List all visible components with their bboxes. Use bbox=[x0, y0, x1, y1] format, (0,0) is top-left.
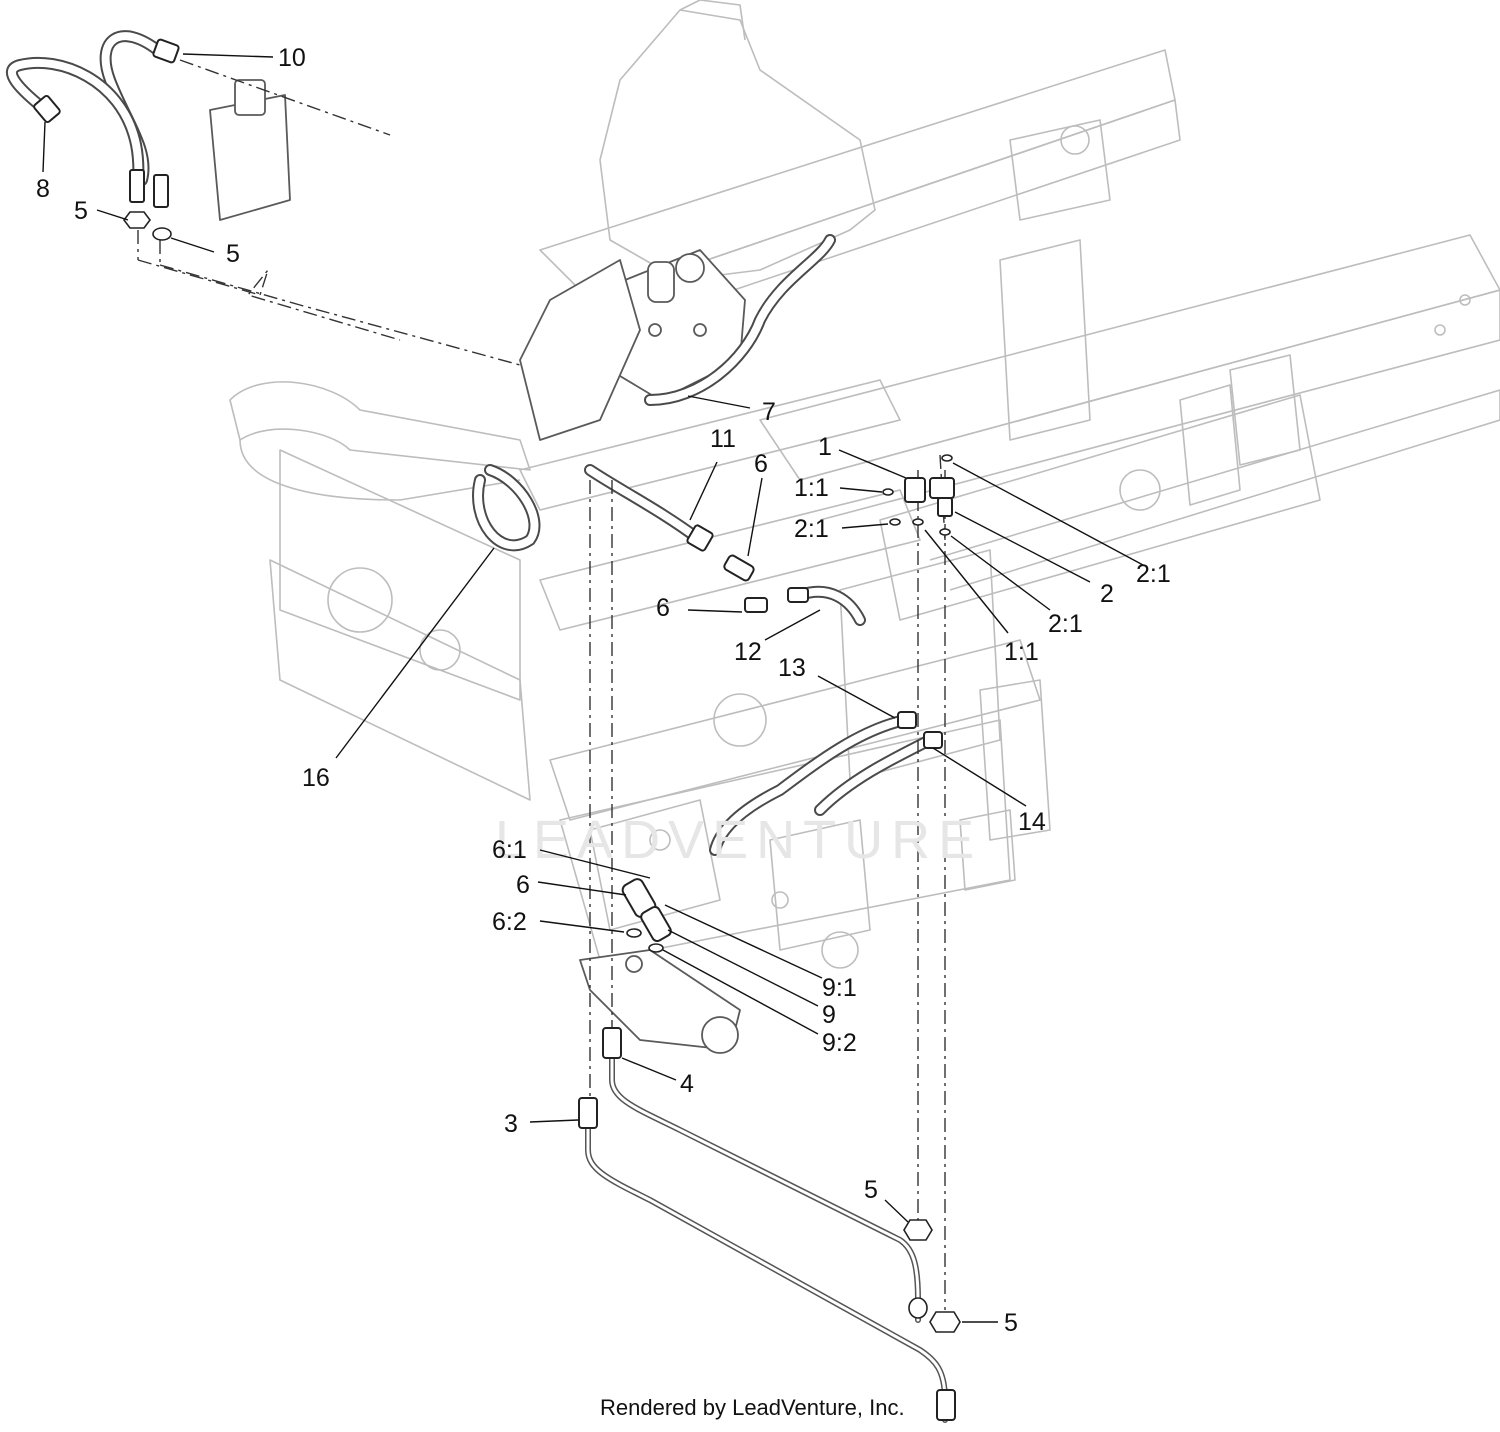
callout-2-1: 2:1 bbox=[1048, 610, 1083, 638]
steel-tubes bbox=[585, 1042, 948, 1423]
callout-13: 13 bbox=[778, 654, 806, 682]
callout-1: 1 bbox=[818, 433, 832, 461]
callout-16: 16 bbox=[302, 764, 330, 792]
callout-14: 14 bbox=[1018, 808, 1046, 836]
callout-10: 10 bbox=[278, 44, 306, 72]
callout-5: 5 bbox=[1004, 1309, 1018, 1337]
callout-2: 2 bbox=[1100, 580, 1114, 608]
hose-assemblies bbox=[6, 30, 936, 856]
callout-8: 8 bbox=[36, 175, 50, 203]
callout-3: 3 bbox=[504, 1110, 518, 1138]
callout-6-1: 6:1 bbox=[492, 836, 527, 864]
fittings bbox=[33, 38, 961, 1421]
center-lines bbox=[137, 59, 946, 1310]
watermark: LEADVENTURE bbox=[495, 810, 982, 870]
callout-6-2: 6:2 bbox=[492, 908, 527, 936]
callout-5: 5 bbox=[226, 240, 240, 268]
callout-11: 11 bbox=[710, 425, 736, 453]
callout-6: 6 bbox=[656, 594, 670, 622]
callout-5: 5 bbox=[864, 1176, 878, 1204]
callout-9-2: 9:2 bbox=[822, 1029, 857, 1057]
callout-7: 7 bbox=[762, 398, 776, 426]
frame-linework bbox=[209, 0, 1500, 1054]
callout-6: 6 bbox=[516, 871, 530, 899]
callout-labels: 10 8 5 5 7 11 6 1 1:1 2:1 2:1 2 2:1 1:1 … bbox=[36, 44, 1171, 1337]
leader-lines bbox=[42, 53, 1144, 1323]
callout-12: 12 bbox=[734, 638, 762, 666]
callout-9-1: 9:1 bbox=[822, 974, 857, 1002]
callout-9: 9 bbox=[822, 1001, 836, 1029]
render-credit: Rendered by LeadVenture, Inc. bbox=[600, 1395, 905, 1420]
callout-2-1: 2:1 bbox=[1136, 560, 1171, 588]
callout-1-1: 1:1 bbox=[794, 474, 829, 502]
callout-2-1: 2:1 bbox=[794, 515, 829, 543]
callout-4: 4 bbox=[680, 1070, 694, 1098]
callout-6: 6 bbox=[754, 450, 768, 478]
callout-5: 5 bbox=[74, 197, 88, 225]
callout-1-1: 1:1 bbox=[1004, 638, 1039, 666]
